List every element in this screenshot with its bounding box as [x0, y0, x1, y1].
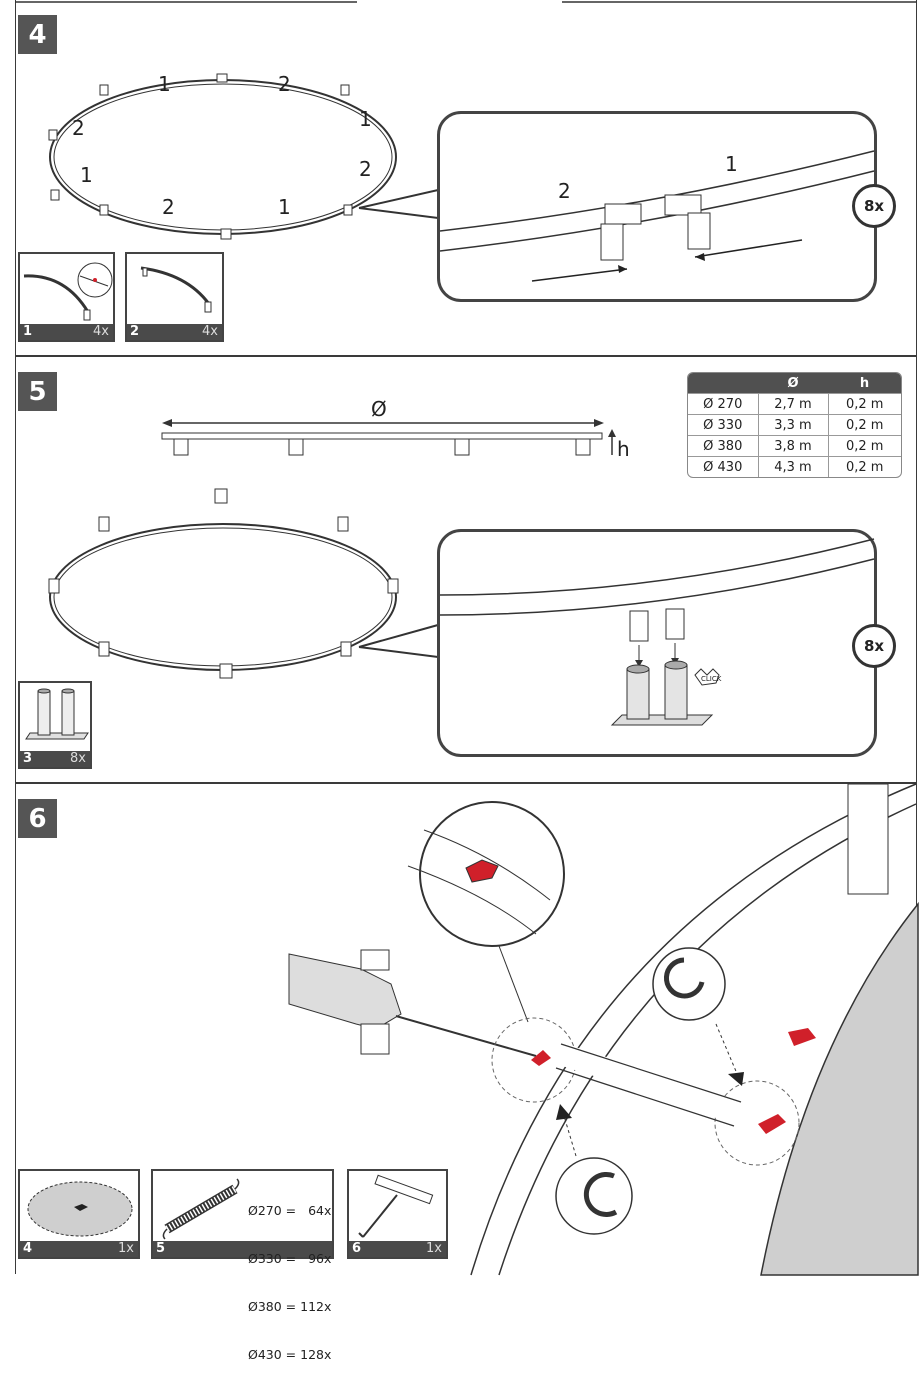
- part-footer: 1 4x: [20, 324, 113, 340]
- spring-count-item: Ø380 = 112x: [248, 1299, 332, 1314]
- diameter-symbol: Ø: [371, 397, 387, 421]
- part-number: 1: [23, 324, 33, 339]
- spring-count-list: Ø270 = 64x Ø330 = 96x Ø380 = 112x Ø430 =…: [248, 1171, 331, 1379]
- table-cell: 0,2 m: [827, 393, 901, 415]
- ring-segment-label: 2: [162, 195, 175, 219]
- step-6-panel: 6: [15, 783, 919, 1276]
- tube-connection-illustration: [439, 150, 875, 282]
- ring-segment-label: 1: [359, 107, 372, 131]
- quantity-badge: 8x: [852, 624, 896, 668]
- quantity-badge: 8x: [852, 184, 896, 228]
- part-footer: 5: [153, 1241, 332, 1257]
- curved-tube-icon: [23, 262, 113, 321]
- table-cell: 0,2 m: [827, 435, 901, 457]
- table-cell: Ø 430: [688, 456, 758, 477]
- table-header: Ø: [758, 373, 828, 394]
- jumping-mat-icon: [27, 1181, 133, 1237]
- table-cell: Ø 270: [688, 393, 758, 415]
- part-number: 6: [352, 1241, 362, 1256]
- table-header: h: [828, 373, 901, 394]
- part-number: 5: [156, 1241, 166, 1256]
- part-footer: 4 1x: [20, 1241, 138, 1257]
- table-cell: Ø 330: [688, 414, 758, 436]
- ring-segment-label: 2: [72, 116, 85, 140]
- header-rule: [15, 1, 917, 3]
- part-box-1: 1 4x: [18, 252, 115, 342]
- table-cell: 2,7 m: [757, 393, 828, 415]
- leg-socket-icon: [25, 688, 89, 740]
- table-cell: Ø 380: [688, 435, 758, 457]
- table-header: [688, 373, 758, 394]
- step-number-badge: 5: [18, 372, 57, 411]
- part-number: 3: [23, 751, 33, 766]
- tube-connection-callout: 2 1 8x: [437, 111, 896, 302]
- part-box-6: 6 1x: [347, 1169, 448, 1259]
- spring-icon: [162, 1178, 240, 1240]
- part-footer: 6 1x: [349, 1241, 446, 1257]
- step-number-badge: 4: [18, 15, 57, 54]
- ring-segment-label: 1: [80, 163, 93, 187]
- step-number-badge: 6: [18, 799, 57, 838]
- table-header-row: Ø h: [688, 373, 901, 394]
- table-cell: 3,8 m: [757, 435, 828, 457]
- part-box-2: 2 4x: [125, 252, 224, 342]
- part-quantity: 1x: [118, 1241, 134, 1256]
- table-cell: 3,3 m: [757, 414, 828, 436]
- table-row: Ø 330 3,3 m 0,2 m: [688, 414, 901, 436]
- table-cell: 0,2 m: [827, 456, 901, 477]
- click-sound-label: CLICK: [701, 675, 722, 683]
- leg-socket-illustration: [439, 538, 875, 726]
- frame-ring-diagram: [48, 73, 439, 240]
- leg-socket-callout: CLICK 8x: [437, 529, 896, 757]
- table-cell: 0,2 m: [827, 414, 901, 436]
- part-footer: 2 4x: [127, 324, 222, 340]
- height-symbol: h: [617, 437, 630, 461]
- ring-segment-label: 1: [158, 72, 171, 96]
- tube-label-1: 1: [725, 152, 738, 176]
- part-quantity: 4x: [202, 324, 218, 339]
- part-number: 4: [23, 1241, 33, 1256]
- part-quantity: 4x: [93, 324, 109, 339]
- table-row: Ø 270 2,7 m 0,2 m: [688, 393, 901, 415]
- spring-attachment-diagram: [288, 783, 919, 1276]
- part-number: 2: [130, 324, 140, 339]
- spring-count-item: Ø430 = 128x: [248, 1347, 332, 1362]
- curved-tube-icon: [140, 266, 212, 313]
- ring-segment-label: 2: [278, 72, 291, 96]
- step-5-panel: 5 Ø h: [15, 356, 917, 783]
- ring-segment-label: 1: [278, 195, 291, 219]
- part-box-5: 5: [151, 1169, 334, 1259]
- part-footer: 3 8x: [20, 751, 90, 767]
- table-cell: 4,3 m: [757, 456, 828, 477]
- dimensions-table: Ø h Ø 270 2,7 m 0,2 m Ø 330 3,3 m 0,2 m …: [687, 372, 902, 478]
- ring-segment-label: 2: [359, 157, 372, 181]
- part-quantity: 1x: [426, 1241, 442, 1256]
- spring-puller-tool-icon: [358, 1174, 434, 1238]
- part-quantity: 8x: [70, 751, 86, 766]
- part-box-3: 3 8x: [18, 681, 92, 769]
- spring-count-item: Ø330 = 96x: [248, 1251, 332, 1266]
- part-box-4: 4 1x: [18, 1169, 140, 1259]
- table-row: Ø 430 4,3 m 0,2 m: [688, 456, 901, 477]
- spring-count-item: Ø270 = 64x: [248, 1203, 332, 1218]
- table-row: Ø 380 3,8 m 0,2 m: [688, 435, 901, 457]
- frame-side-view: [48, 419, 616, 679]
- tube-label-2: 2: [558, 179, 571, 203]
- step-4-panel: 4 1 2 2 1 1 2 2 1: [15, 0, 917, 356]
